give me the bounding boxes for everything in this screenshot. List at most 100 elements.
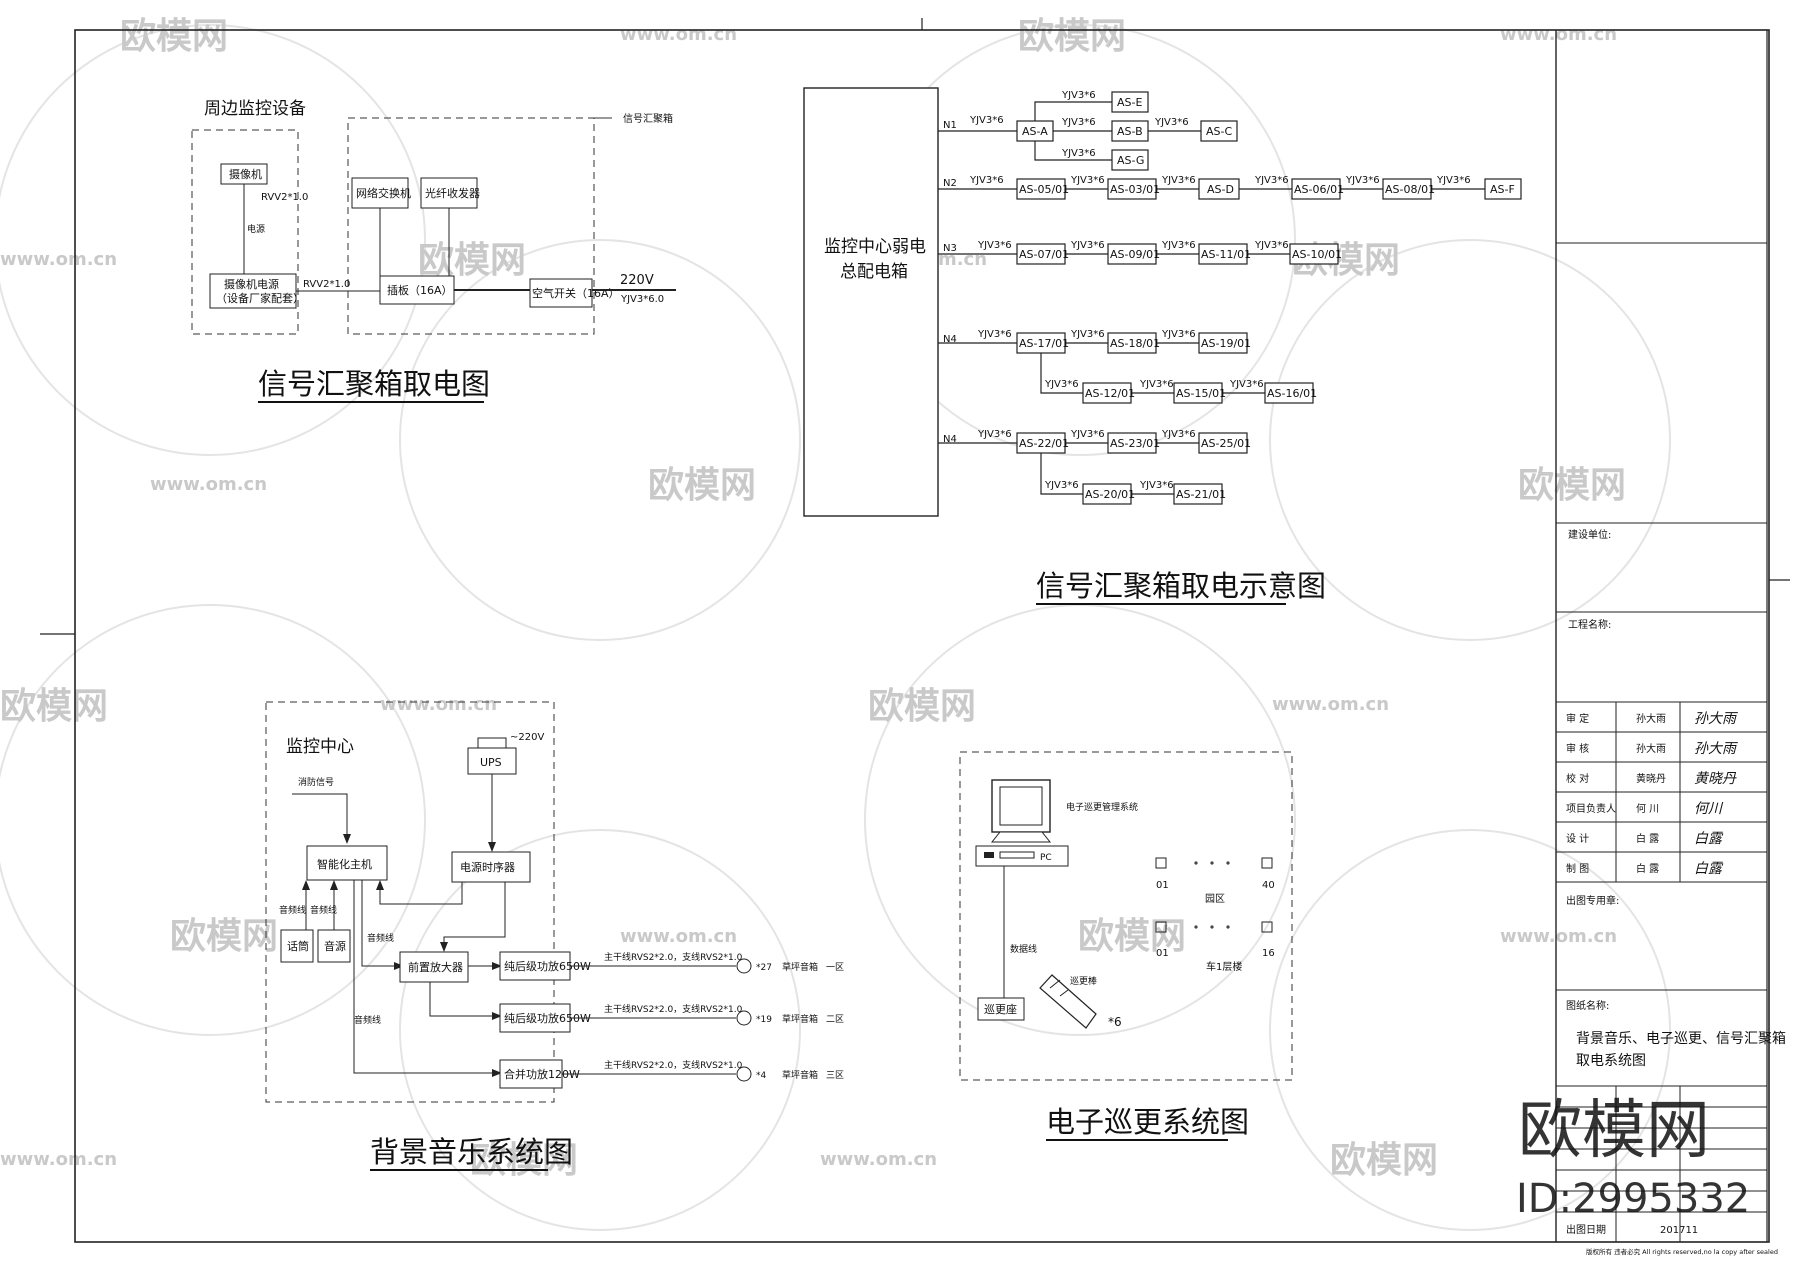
watermark-url: www.om.cn	[820, 1149, 937, 1170]
watermark-url: www.om.cn	[0, 249, 117, 270]
svg-text:AS-20/01: AS-20/01	[1085, 488, 1135, 501]
cable-label: YJV3*6	[1154, 117, 1189, 128]
stick-label: 巡更棒	[1070, 975, 1097, 987]
incoming-cable-label: YJV3*6.0	[620, 294, 664, 305]
rvv2-lower: RVV2*1.0	[303, 279, 350, 290]
fire-signal-label: 消防信号	[298, 776, 334, 788]
socket-label: 插板（16A）	[387, 283, 453, 297]
as-box-d: AS-D	[1198, 178, 1240, 200]
pc-icon: PC	[975, 779, 1069, 867]
cable-label: YJV3*6	[1044, 480, 1079, 491]
speaker-count: *19	[756, 1015, 772, 1025]
switch-label: 网络交换机	[356, 186, 411, 200]
role-label: 审 核	[1566, 742, 1589, 755]
as-box-g: AS-G	[1111, 149, 1149, 171]
svg-text:纯后级功放650W: 纯后级功放650W	[504, 1011, 591, 1025]
patrol-point: 16	[1262, 948, 1275, 959]
speaker-label: 草坪音箱	[782, 1013, 818, 1025]
svg-text:合并功放120W: 合并功放120W	[504, 1067, 580, 1081]
svg-text:AS-15/01: AS-15/01	[1176, 387, 1226, 400]
svg-text:AS-11/01: AS-11/01	[1201, 248, 1251, 261]
as-box-10: AS-10/01	[1289, 243, 1342, 265]
cabinet-power-diagram: 周边监控设备 信号汇聚箱 摄像机 RVV2*1.0 电源 摄像机电源 （设备厂家…	[191, 99, 676, 403]
watermark-url: www.om.cn	[1272, 694, 1389, 715]
reader-label: 巡更座	[984, 1002, 1017, 1016]
patrol-zone: 园区	[1205, 893, 1225, 905]
breaker-label: 空气开关（16A）	[532, 286, 620, 300]
as-box-17: AS-17/01	[1016, 332, 1069, 354]
cable-label: YJV3*6	[1139, 480, 1174, 491]
role-name: 白 露	[1636, 862, 1659, 875]
cable-label: YJV3*6	[969, 115, 1004, 126]
cable-label: YJV3*6	[1161, 240, 1196, 251]
audio-line-label: 音频线	[279, 904, 306, 916]
watermark-url: www.om.cn	[150, 474, 267, 495]
source-label: 音源	[324, 939, 346, 953]
role-label: 制 图	[1566, 862, 1589, 875]
breaker-box: 空气开关（16A）	[529, 278, 620, 308]
as-box-03: AS-03/01	[1107, 178, 1160, 200]
watermark-brand: 欧模网	[868, 686, 976, 727]
cable-label: YJV3*6	[1070, 175, 1105, 186]
drawing-name-line1: 背景音乐、电子巡更、信号汇聚箱	[1576, 1030, 1786, 1047]
speaker-label: 草坪音箱	[782, 1069, 818, 1081]
cable-label: YJV3*6	[1161, 329, 1196, 340]
svg-text:AS-F: AS-F	[1490, 183, 1515, 196]
svg-text:AS-E: AS-E	[1117, 96, 1142, 109]
as-box-07: AS-07/01	[1016, 243, 1069, 265]
speaker-count: *4	[756, 1071, 767, 1081]
as-box-08: AS-08/01	[1382, 178, 1435, 200]
svg-text:AS-A: AS-A	[1022, 125, 1048, 138]
cable-label: YJV3*6	[977, 429, 1012, 440]
watermark-brand: 欧模网	[648, 465, 756, 506]
as-box-22: AS-22/01	[1016, 432, 1069, 454]
switch-box: 网络交换机	[351, 177, 411, 209]
panel-line2: 总配电箱	[840, 262, 908, 282]
role-label: 校 对	[1566, 772, 1589, 785]
as-box-b: AS-B	[1111, 120, 1149, 142]
host-box: 智能化主机	[306, 845, 388, 881]
amp-box-3: 合并功放120W	[499, 1059, 580, 1089]
cable-label: YJV3*6	[977, 329, 1012, 340]
watermark-brand: 欧模网	[120, 16, 228, 57]
as-box-16: AS-16/01	[1264, 382, 1317, 404]
circuit-label: N4	[943, 434, 957, 445]
date-value: 201711	[1660, 1225, 1698, 1236]
cam-supply-line1: 摄像机电源	[224, 277, 279, 291]
role-label: 项目负责人	[1566, 802, 1616, 815]
as-box-09: AS-09/01	[1107, 243, 1160, 265]
svg-text:AS-D: AS-D	[1207, 183, 1234, 196]
zone-label: 一区	[826, 962, 844, 973]
mic-label: 话筒	[287, 939, 309, 953]
preamp-label: 前置放大器	[408, 960, 463, 974]
mic-box: 话筒	[280, 929, 314, 963]
speaker-label: 草坪音箱	[782, 961, 818, 973]
watermark-url: www.om.cn	[620, 926, 737, 947]
role-signature: 孙大雨	[1694, 711, 1738, 727]
sequencer-label: 电源时序器	[460, 860, 515, 874]
role-label: 设 计	[1566, 832, 1589, 845]
cam-supply-line2: （设备厂家配套）	[216, 291, 304, 305]
role-signature: 孙大雨	[1694, 741, 1738, 757]
date-label: 出图日期	[1566, 1223, 1606, 1236]
speaker-count: *27	[756, 963, 772, 973]
panel-line1: 监控中心弱电	[824, 237, 926, 257]
camera-supply-box: 摄像机电源 （设备厂家配套）	[209, 273, 304, 309]
watermark-brand: 欧模网	[0, 686, 108, 727]
role-name: 白 露	[1636, 832, 1659, 845]
role-name: 孙大雨	[1636, 712, 1666, 725]
amp-box-1: 纯后级功放650W	[499, 951, 591, 981]
drawing-name-line2: 取电系统图	[1576, 1053, 1646, 1069]
drawing-name-label: 图纸名称:	[1566, 999, 1609, 1012]
cable-label: YJV3*6	[1254, 175, 1289, 186]
as-box-a: AS-A	[1016, 120, 1054, 142]
audio-line-label: 音频线	[367, 932, 394, 944]
transceiver-box: 光纤收发器	[420, 177, 480, 209]
circuit-label: N3	[943, 243, 957, 254]
cable-label: YJV3*6	[1161, 429, 1196, 440]
patrol-zone: 车1层楼	[1206, 960, 1242, 973]
rvv2-upper: RVV2*1.0	[261, 192, 308, 203]
zone-label: 二区	[826, 1014, 844, 1025]
copyright-note: 版权所有 违者必究 All rights reserved,no la copy…	[1586, 1247, 1778, 1256]
